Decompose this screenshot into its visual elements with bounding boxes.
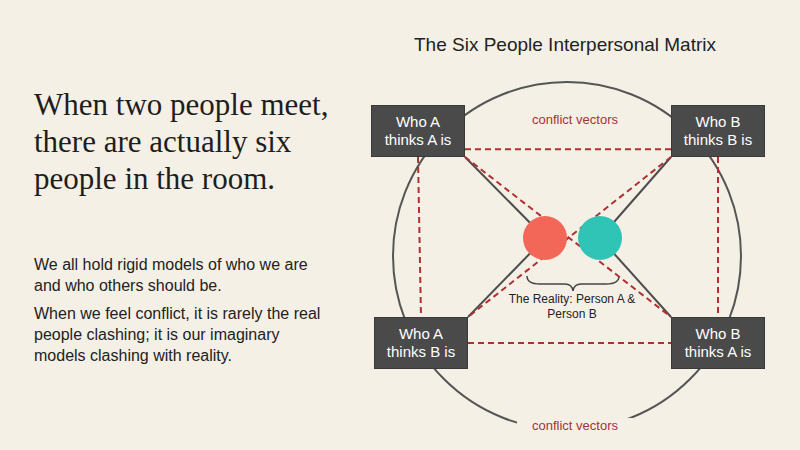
vector-label: conflict vectors (517, 418, 633, 433)
person-b (578, 216, 622, 260)
body-text: We all hold rigid models of who we are a… (34, 254, 334, 296)
headline-text: When two people meet, there are actually… (34, 86, 334, 197)
model-box: Who B thinks A is (671, 317, 765, 369)
box-text: Who B thinks A is (679, 325, 757, 361)
body-text: When we feel conflict, it is rarely the … (34, 303, 334, 366)
vector-label: conflict vectors (517, 112, 633, 127)
conflict-vector (717, 157, 719, 317)
conflict-vector (465, 148, 671, 150)
person-a (523, 216, 567, 260)
box-text: Who A thinks B is (382, 325, 460, 361)
model-box: Who A thinks A is (371, 105, 465, 157)
model-box: Who B thinks B is (671, 105, 765, 157)
conflict-vector (468, 342, 671, 344)
box-text: Who B thinks B is (679, 113, 757, 149)
reality-label: The Reality: Person A & Person B (497, 292, 647, 322)
conflict-vector (418, 157, 421, 317)
box-text: Who A thinks A is (379, 113, 457, 149)
model-box: Who A thinks B is (374, 317, 468, 369)
diagram-title: The Six People Interpersonal Matrix (400, 34, 730, 56)
bracket (527, 276, 619, 291)
